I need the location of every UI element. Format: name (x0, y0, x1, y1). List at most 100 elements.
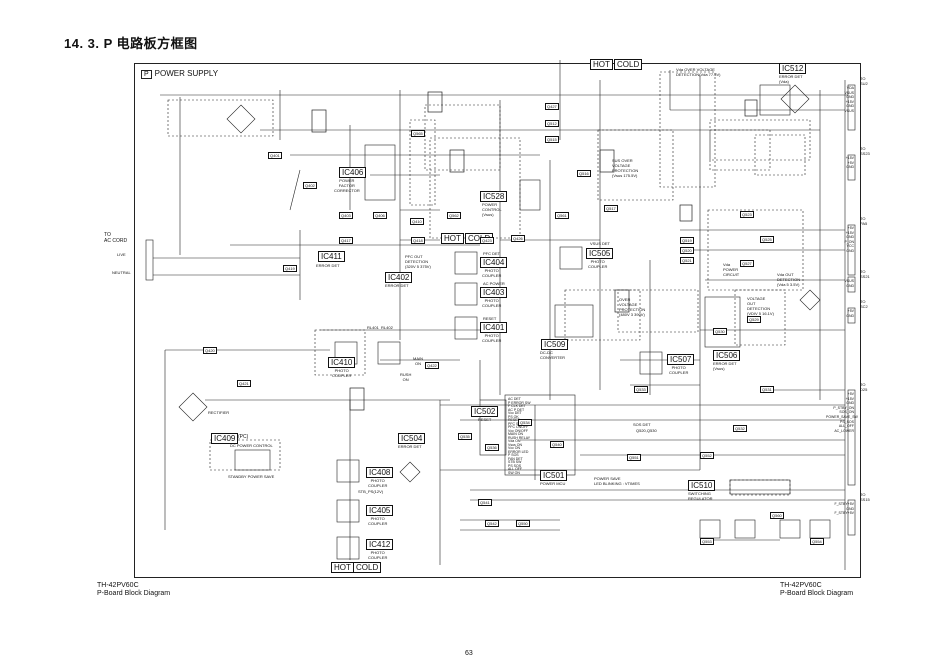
ic401-desc: PHOTO COUPLER (482, 333, 502, 343)
ic410-desc: PHOTO COUPLER (332, 368, 352, 378)
transistor-label: Q417 (339, 237, 353, 244)
transistor-label: Q553 (700, 538, 714, 545)
mcu-pin-label: Vcc ON/OFF (508, 428, 529, 433)
transistor-label: Q423 (480, 237, 494, 244)
relay-label: RL401 RL402 (367, 325, 393, 330)
ic505-desc: PHOTO COUPLER (588, 259, 608, 269)
transistor-label: Q525 (760, 236, 774, 243)
ic411-block: IC411 (318, 251, 345, 262)
transistor-label: Q542 (485, 520, 499, 527)
transistor-label: Q410 (410, 218, 424, 225)
q520-q530-label: Q520,Q530 (636, 428, 657, 433)
transistor-label: Q551 (627, 454, 641, 461)
ic401-top: RESET (483, 316, 497, 321)
ic505-block: IC505 (586, 248, 614, 259)
ic504-desc: ERROR DET (398, 444, 422, 449)
standby-power-save-label: STANDBY POWER SAVE (228, 474, 275, 479)
transistor-label: Q426 (511, 235, 525, 242)
cold-marker-top: COLD (614, 59, 643, 70)
mcu-pin-label: AC DET (508, 397, 521, 401)
section-name: POWER SUPPLY (154, 69, 219, 78)
transistor-label: Q421 (237, 380, 251, 387)
transistor-label: Q418 (411, 237, 425, 244)
ic528-block: IC528 (480, 191, 508, 202)
connector-name: TO D25 (860, 382, 868, 392)
ic509-desc: DC-DC CONVERTER (540, 350, 566, 360)
rush-on-label: RUSH ON (400, 372, 412, 382)
hot-marker-top: HOT (590, 59, 613, 70)
connector-pins: +15V +5V GND (845, 156, 854, 170)
main-on-label: MAIN ON (413, 356, 423, 366)
mcu-pin-label: MAIN ON (508, 432, 523, 436)
transistor-label: Q523 (740, 211, 754, 218)
ic505-top: VSUS DET (590, 241, 611, 246)
ic408-block: IC408 (366, 467, 394, 478)
stb-ps-label: STB_PS(12V) (358, 489, 384, 494)
over-voltage-label: OVER VOLTAGE PROTECTION (480V 3 390V) (619, 297, 646, 317)
ic502-desc: RESET (478, 417, 492, 422)
transistor-label: Q527 (740, 260, 754, 267)
footer-left-caption: P-Board Block Diagram (97, 590, 171, 597)
rectifier-label: RECTIFIER (208, 410, 230, 415)
ic402-desc: ERROR DET (385, 283, 409, 288)
ic411-desc: ERROR DET (316, 263, 340, 268)
transistor-label: Q550 (516, 520, 530, 527)
transistor-label: Q420 (203, 347, 217, 354)
transistor-label: Q534 (518, 419, 532, 426)
connector-name: TO PA5 (860, 216, 868, 226)
ic501-block: IC501 (540, 470, 568, 481)
ic409-block: IC409 (211, 433, 239, 444)
connector-pins: VSUS GND (844, 279, 854, 288)
ic404-top: PFC DET (483, 251, 501, 256)
footer-right-model: TH-42PV60C (780, 582, 822, 589)
connector-name: TO SS23 (860, 146, 870, 156)
transistor-label: Q419 (283, 265, 297, 272)
ac-live-label: LIVE (117, 252, 126, 257)
pfc-out-det-label: PFC OUT DETECTION (320V 5 375V) (405, 254, 431, 269)
connector-pins: F_STBY+5V GND F_STBY+5V (834, 502, 854, 516)
mcu-pin-label: PS SOS (508, 463, 522, 468)
hot-marker-bottom: HOT (331, 562, 354, 573)
ic502-block: IC502 (471, 406, 499, 417)
transistor-label: Q562 (447, 212, 461, 219)
connector-pins: +5V +15V GND P_STBY_ON SOS_ON POWER_SAVE… (826, 392, 858, 433)
ic512-block: IC512 (779, 63, 807, 74)
ic528-desc: POWER CONTROL (Vsus) (482, 202, 502, 217)
mcu-pin-label: Vda ON (508, 439, 521, 443)
footer-right-caption: P-Board Block Diagram (780, 590, 854, 597)
transistor-label: Q532 (733, 425, 747, 432)
connector-name: TO SU2 (860, 76, 868, 86)
ic404-block: IC404 (480, 257, 508, 268)
transistor-label: Q517 (604, 205, 618, 212)
footer-left-model: TH-42PV60C (97, 582, 139, 589)
mcu-pin-label: RUSH RELAY (508, 435, 531, 440)
ic510-block: IC510 (688, 480, 716, 491)
ic404-desc: PHOTO COUPLER (482, 268, 502, 278)
transistor-label: Q561 (555, 212, 569, 219)
connector-pins: VDA VSUS GND +15V GND VSUS (844, 86, 854, 113)
mcu-pin-label: SW ON (508, 470, 520, 475)
connector-name: TO SC2 (860, 299, 868, 309)
connector-name: TO SS15 (860, 492, 870, 502)
transistor-label: Q512 (545, 120, 559, 127)
ic409-suffix: (PC) (238, 434, 249, 440)
ic509-block: IC509 (541, 339, 569, 350)
ic501-desc: POWER MCU (540, 481, 566, 486)
section-letter: P (141, 70, 152, 79)
ic504-block: IC504 (398, 433, 426, 444)
ic507-block: IC507 (667, 354, 695, 365)
ic412-block: IC412 (366, 539, 394, 550)
transistor-label: Q541 (478, 499, 492, 506)
transistor-label: Q530 (713, 328, 727, 335)
mcu-pin-label: F CLK DET (508, 404, 526, 408)
ic510-desc: SWITCHING REGULATOR (688, 491, 713, 501)
ic403-block: IC403 (480, 287, 508, 298)
transistor-label: Q401 (268, 152, 282, 159)
mcu-pin-label: P ERROR SW (508, 400, 531, 405)
transistor-label: Q515 (545, 136, 559, 143)
ic412-desc: PHOTO COUPLER (368, 550, 388, 560)
transistor-label: Q519 (680, 237, 694, 244)
transistor-label: Q565 (411, 130, 425, 137)
ic512-desc: ERROR DET (Vda) (779, 74, 803, 84)
